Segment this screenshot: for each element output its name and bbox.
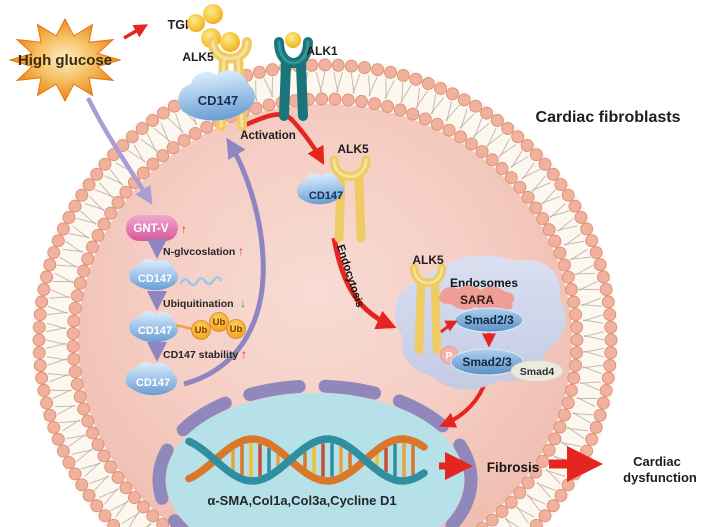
target-genes-label: α-SMA,Col1a,Col3a,Cycline D1: [207, 493, 396, 508]
cd147-membrane-blob: [178, 70, 255, 121]
ubiquitination-label: Ubiquitination: [163, 298, 234, 310]
phosphate-label: P: [445, 350, 452, 362]
activation-arrow: [242, 112, 325, 165]
stability-up-arrow: ↑: [241, 347, 247, 361]
gntv-node: [126, 215, 178, 241]
sara-protein: [439, 285, 515, 311]
glycosylation-up-arrow: ↑: [238, 244, 244, 258]
glycan-chain-icon: [179, 276, 223, 287]
high-glucose-burst: High glucose: [8, 17, 122, 103]
gntv-label: GNT-V: [133, 223, 168, 235]
membrane-inner-beads: [66, 92, 584, 527]
cd147-blob-b: [129, 311, 178, 343]
high-glucose-label: High glucose: [18, 52, 112, 69]
activation-label: Activation: [240, 130, 296, 142]
nucleus: α-SMA,Col1a,Col3a,Cycline D1: [152, 379, 478, 527]
ub-label: Ub: [195, 325, 208, 336]
alk1-label: ALK1: [306, 44, 338, 58]
cardiac-fibroblasts-label: Cardiac fibroblasts: [536, 109, 681, 126]
smad23-upper: [454, 307, 524, 333]
ub-linker: [175, 323, 193, 331]
gntv-up-arrow: ↑: [181, 222, 187, 236]
membrane-outer-beads: [32, 58, 618, 527]
glycosylation-label: N-glvcoslation: [163, 246, 235, 258]
endocytosis-arrow: [331, 237, 397, 330]
dna-helix-icon: [185, 435, 428, 485]
membrane-lipid-tails: [45, 71, 605, 527]
ubiquitin-icon: [191, 320, 211, 340]
endosome: ALK5 Endosomes SARA Smad2/3 P Smad2/3 Sm…: [394, 253, 566, 390]
smad4-label: Smad4: [520, 366, 555, 378]
cardiac-dysfunction-line1: Cardiac: [633, 454, 681, 469]
tgf-ligand-dot: [203, 4, 223, 24]
alk5-internalized-label: ALK5: [337, 142, 369, 156]
tgf-beta-group: TGF-β: [168, 4, 223, 48]
ubiquitin-icon: [209, 312, 229, 332]
cd147-recycle-arrow: [183, 137, 266, 387]
cd147-c-label: CD147: [136, 377, 170, 389]
cd147-pathway: GNT-V ↑ N-glvcoslation ↑ CD147 Ubiquitin…: [125, 215, 247, 396]
ub-label: Ub: [230, 324, 243, 335]
alk5-endosome-receptor-icon: [409, 263, 447, 355]
cd147-a-label: CD147: [138, 273, 172, 285]
alk1-receptor-icon: [274, 32, 313, 121]
tgf-ligand-dot: [285, 32, 301, 48]
cardiac-dysfunction-line2: dysfunction: [623, 470, 697, 485]
sara-label: SARA: [460, 293, 494, 307]
starburst-icon: [8, 17, 122, 103]
alk5-endosome-label: ALK5: [412, 253, 444, 267]
ubiquitination-down-arrow: ↓: [240, 296, 246, 310]
cd147-internalized-label: CD147: [309, 190, 343, 202]
receptor-to-smad-arrow: [440, 320, 458, 334]
smad23-lower-label: Smad2/3: [462, 355, 512, 369]
glucose-to-tgf-arrow: [123, 24, 149, 40]
stability-label: CD147 stability: [163, 349, 238, 361]
high-glucose-to-gntv-arrow: [85, 96, 153, 205]
cd147-internalized-blob: [297, 173, 344, 205]
tgf-ligand-dot: [220, 32, 240, 52]
alk5-top-label: ALK5: [182, 50, 214, 64]
tgf-ligand-dot: [187, 14, 205, 32]
smad4: [510, 360, 564, 382]
cd147-blob-a: [129, 259, 178, 291]
cd147-b-label: CD147: [138, 325, 172, 337]
fibrosis-label: Fibrosis: [487, 460, 540, 475]
cd147-membrane-label: CD147: [198, 93, 238, 108]
smad23-upper-label: Smad2/3: [464, 313, 514, 327]
ub-label: Ub: [213, 317, 226, 328]
cd147-blob-c: [125, 361, 178, 396]
ubiquitin-icon: [226, 319, 246, 339]
nuclear-envelope: [152, 379, 478, 527]
